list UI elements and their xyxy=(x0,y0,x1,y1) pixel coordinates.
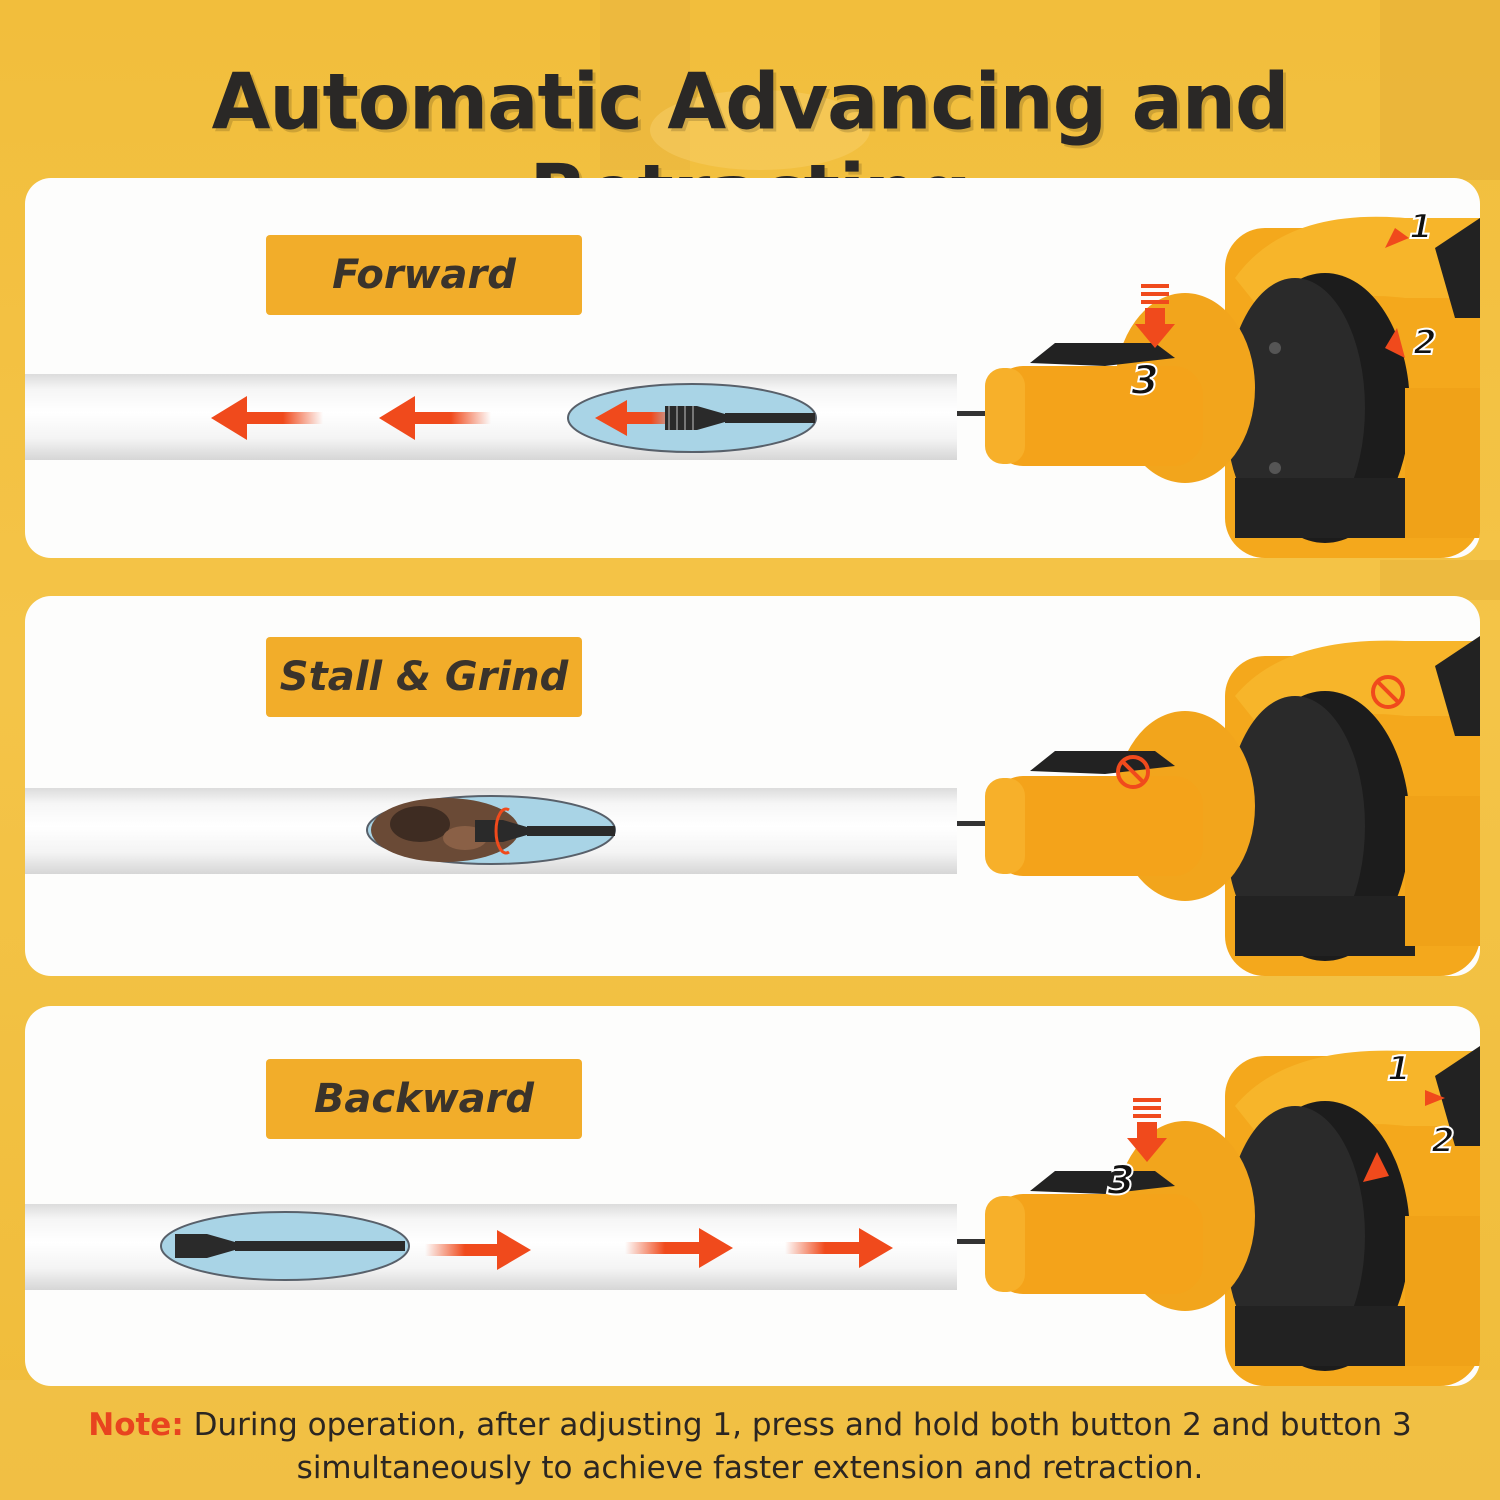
stall-grind-illustration xyxy=(366,636,1480,976)
button-2-mark: 2 xyxy=(1413,323,1437,363)
drain-cable-head xyxy=(665,406,815,430)
button-3-mark: 3 xyxy=(1131,358,1159,404)
press-arrow-icon xyxy=(1363,1090,1445,1182)
stall-grind-label: Stall & Grind xyxy=(266,637,582,717)
right-arrow-icon xyxy=(625,1228,733,1268)
button-3-mark: 3 xyxy=(1107,1158,1135,1204)
backward-illustration: 3 1 2 xyxy=(160,1046,1480,1386)
stall-grind-panel: Stall & Grind xyxy=(25,596,1480,976)
press-down-arrow-icon xyxy=(1135,284,1175,348)
left-arrow-icon xyxy=(211,396,323,440)
no-press-icon xyxy=(1371,675,1405,709)
press-down-arrow-icon xyxy=(1127,1098,1167,1162)
button-1-mark: 1 xyxy=(1409,207,1433,247)
press-arrow-icon xyxy=(1385,228,1409,358)
drain-snake-tool xyxy=(957,1046,1480,1386)
button-2-mark: 2 xyxy=(1431,1121,1455,1161)
drain-snake-tool xyxy=(957,216,1480,558)
right-arrow-icon xyxy=(425,1230,531,1270)
rotation-arrow-icon xyxy=(494,807,510,855)
note-label: Note: xyxy=(88,1407,184,1443)
backward-label: Backward xyxy=(266,1059,582,1139)
drain-snake-tool xyxy=(957,636,1480,976)
forward-label: Forward xyxy=(266,235,582,315)
operation-note: Note: During operation, after adjusting … xyxy=(0,1404,1500,1490)
forward-illustration: 3 1 2 xyxy=(211,206,1480,558)
forward-panel: Forward xyxy=(25,178,1480,558)
note-text: During operation, after adjusting 1, pre… xyxy=(183,1407,1412,1486)
drain-cable-head xyxy=(175,1234,405,1258)
right-arrow-icon xyxy=(785,1228,893,1268)
backward-panel: Backward xyxy=(25,1006,1480,1386)
left-arrow-icon xyxy=(379,396,491,440)
button-1-mark: 1 xyxy=(1387,1049,1411,1089)
no-press-icon xyxy=(1116,755,1150,789)
